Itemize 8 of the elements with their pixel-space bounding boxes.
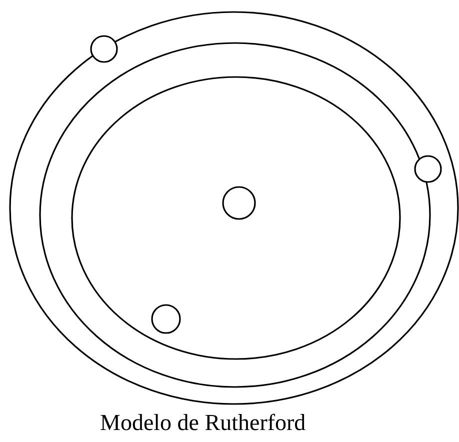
inner-orbit: [71, 76, 401, 360]
caption: Modelo de Rutherford: [100, 409, 306, 437]
middle-orbit: [39, 42, 431, 388]
electron-circle: [148, 304, 184, 334]
electron-circle: [413, 155, 443, 183]
outer-orbit: [9, 11, 459, 405]
electron-circle: [88, 35, 120, 63]
nucleus-circle: [221, 186, 257, 220]
